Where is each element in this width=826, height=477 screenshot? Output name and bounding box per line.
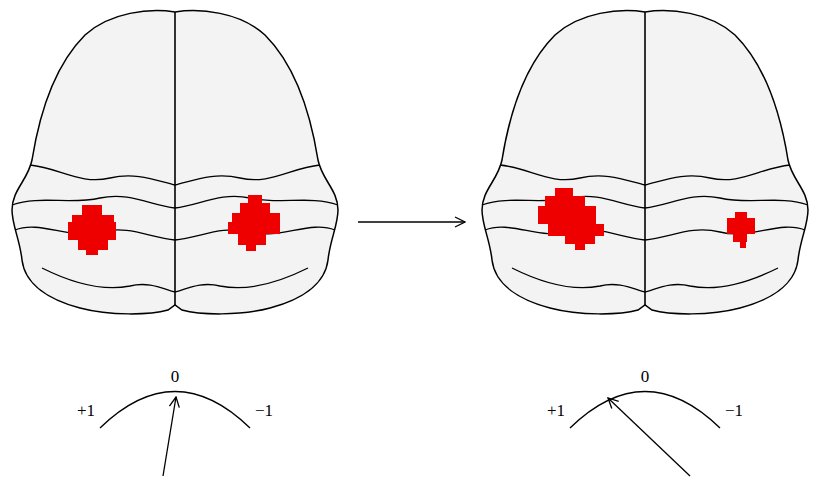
scale-value: 0 — [171, 368, 180, 385]
gauge-arc — [100, 392, 250, 429]
brain-before — [12, 11, 338, 314]
gauge-pointer — [608, 398, 690, 476]
activation-blob — [68, 205, 116, 255]
gauge-arc — [570, 392, 720, 429]
transition-arrow — [358, 221, 465, 222]
brain-after — [482, 11, 808, 314]
scale-value: −1 — [725, 402, 743, 419]
scale-value: −1 — [255, 402, 273, 419]
scale-value: +1 — [547, 402, 565, 419]
scale-value: +1 — [77, 402, 95, 419]
activation-blob — [228, 195, 280, 251]
gauge-pointer — [163, 397, 176, 476]
activation-blob — [727, 212, 755, 248]
activation-blob — [538, 188, 604, 250]
scale-value: 0 — [641, 368, 650, 385]
